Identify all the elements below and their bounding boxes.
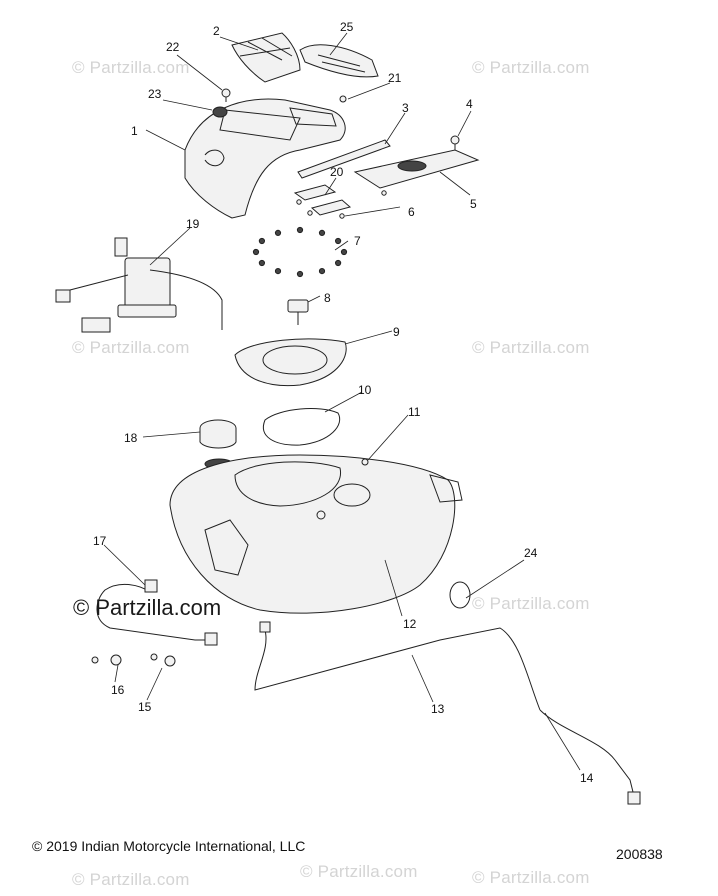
part-fuel-tank-12 (169, 454, 463, 614)
nut-icon (258, 237, 265, 245)
part-nuts-6 (296, 190, 387, 219)
callout-10: 10 (358, 383, 372, 397)
nut-icon (296, 226, 304, 234)
part-hose-14 (539, 709, 641, 805)
part-screw-21 (339, 95, 347, 103)
callout-25: 25 (340, 20, 354, 34)
callout-7: 7 (354, 234, 361, 248)
watermark: © Partzilla.com (472, 868, 590, 887)
leader-lines (103, 32, 581, 771)
nut-icon (318, 229, 326, 236)
nut-icon (318, 268, 326, 275)
nut-icon (258, 259, 265, 267)
callout-16: 16 (111, 683, 125, 697)
part-screw-4 (450, 135, 460, 150)
watermark: © Partzilla.com (472, 594, 590, 613)
callout-11: 11 (408, 405, 421, 419)
callout-2: 2 (213, 24, 220, 38)
part-trim-strip (297, 139, 391, 179)
part-brackets-20 (293, 184, 352, 216)
part-vent-line-13 (254, 621, 541, 711)
callout-23: 23 (148, 87, 162, 101)
watermark-main: © Partzilla.com (73, 595, 222, 620)
callout-14: 14 (580, 771, 594, 785)
nut-icon (252, 248, 260, 256)
part-top-panel (231, 32, 301, 83)
part-nut-ring-7 (252, 226, 348, 278)
callout-24: 24 (524, 546, 538, 560)
callout-22: 22 (166, 40, 180, 54)
part-mount-plate-9 (234, 338, 347, 387)
callout-labels: 1 2 3 4 5 6 7 8 9 10 11 12 13 14 15 16 1… (93, 20, 594, 785)
part-bracket (299, 44, 379, 78)
copyright-text: © 2019 Indian Motorcycle International, … (32, 838, 306, 854)
callout-15: 15 (138, 700, 152, 714)
watermark: © Partzilla.com (72, 58, 190, 77)
callout-6: 6 (408, 205, 415, 219)
callout-9: 9 (393, 325, 400, 339)
part-grommet-23 (212, 106, 228, 118)
part-gasket-10 (262, 408, 341, 446)
callout-18: 18 (124, 431, 138, 445)
nut-icon (335, 259, 342, 267)
part-clamps-15-16 (91, 653, 176, 667)
part-bolt-11 (361, 458, 369, 466)
part-console-cover (184, 98, 346, 219)
nut-icon (340, 248, 348, 256)
part-screw-22 (221, 88, 231, 102)
nut-icon (274, 229, 282, 236)
part-hose-17 (96, 579, 218, 646)
callout-21: 21 (388, 71, 402, 85)
callout-1: 1 (131, 124, 138, 138)
watermark: © Partzilla.com (72, 338, 190, 357)
nut-icon (274, 268, 282, 275)
callout-3: 3 (402, 101, 409, 115)
part-clip-24 (449, 581, 471, 609)
part-fuel-pump-19 (55, 237, 223, 333)
callout-8: 8 (324, 291, 331, 305)
callout-12: 12 (403, 617, 417, 631)
part-plate-5 (353, 149, 480, 189)
nut-icon (335, 237, 342, 245)
callout-19: 19 (186, 217, 200, 231)
callout-20: 20 (330, 165, 344, 179)
callout-5: 5 (470, 197, 477, 211)
watermark: © Partzilla.com (72, 870, 190, 889)
watermark: © Partzilla.com (472, 338, 590, 357)
callout-4: 4 (466, 97, 473, 111)
watermark: © Partzilla.com (472, 58, 590, 77)
watermark: © Partzilla.com (300, 862, 418, 881)
part-sensor-8 (287, 299, 309, 325)
diagram-number: 200838 (616, 846, 663, 862)
callout-17: 17 (93, 534, 107, 548)
callout-13: 13 (431, 702, 445, 716)
nut-icon (296, 270, 304, 278)
